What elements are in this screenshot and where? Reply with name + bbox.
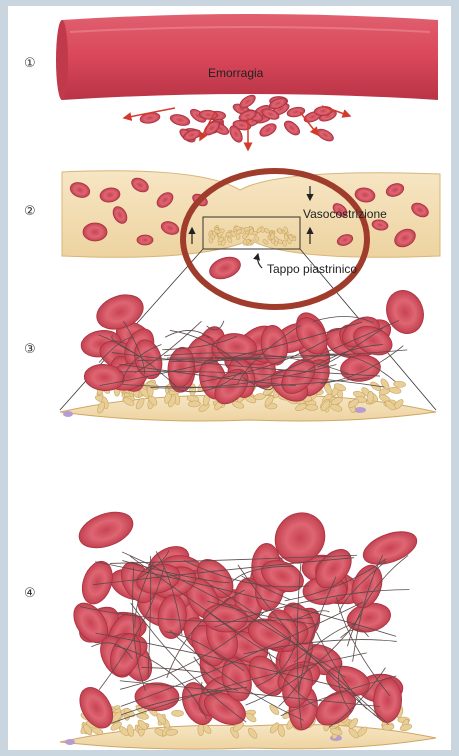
platelet xyxy=(367,391,374,403)
step-4-marker: ④ xyxy=(24,586,36,601)
red-blood-cell xyxy=(74,505,138,554)
red-blood-cell xyxy=(137,235,153,245)
platelet xyxy=(171,710,183,716)
step4-clot xyxy=(67,503,421,740)
red-blood-cell xyxy=(169,113,191,128)
step-1-marker: ① xyxy=(24,56,36,71)
caption-tappo-piastrinico: Tappo piastrinico xyxy=(267,262,357,276)
red-blood-cell xyxy=(207,253,244,283)
platelet xyxy=(399,723,412,732)
caption-emorragia: Emorragia xyxy=(208,66,263,80)
platelet xyxy=(198,724,204,736)
step1-bleeding-cells xyxy=(139,93,338,145)
red-blood-cell xyxy=(282,118,302,137)
platelet xyxy=(268,703,280,716)
platelet xyxy=(270,233,274,239)
step-3-marker: ③ xyxy=(24,342,36,357)
step1-vessel xyxy=(56,14,438,100)
platelet xyxy=(306,404,318,410)
platelet xyxy=(382,724,394,731)
platelet xyxy=(188,401,200,408)
step-2-marker: ② xyxy=(24,204,36,219)
red-blood-cell xyxy=(258,121,279,139)
red-blood-cell xyxy=(83,223,107,241)
caption-vasocostrizione: Vasocostrizione xyxy=(303,207,387,221)
platelet xyxy=(393,381,405,388)
red-blood-cell xyxy=(359,525,421,570)
red-blood-cell xyxy=(315,127,335,144)
